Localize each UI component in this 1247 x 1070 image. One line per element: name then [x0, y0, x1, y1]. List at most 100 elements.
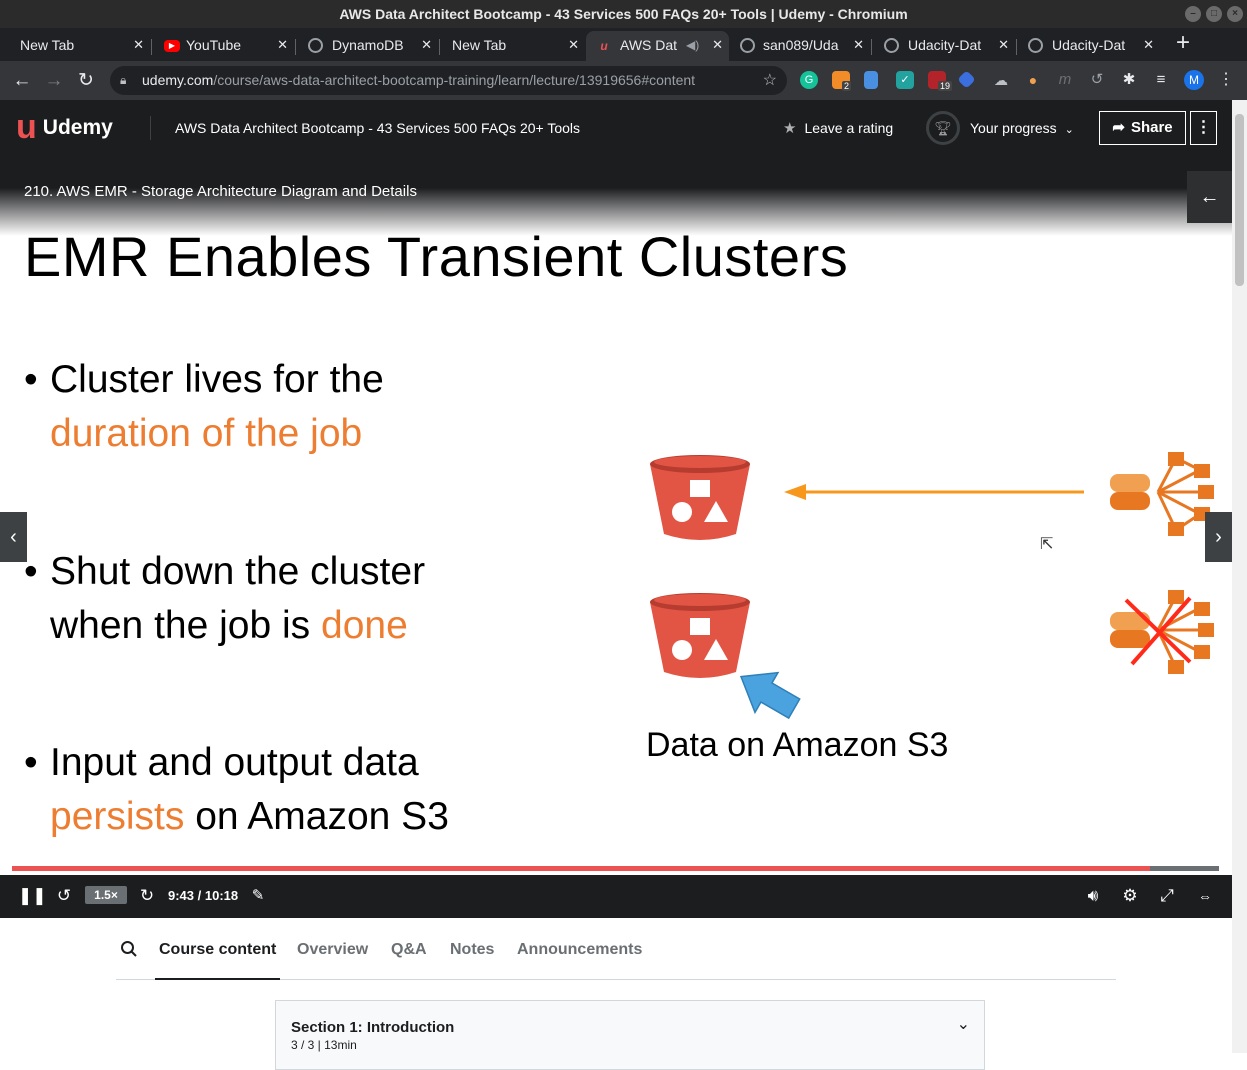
browser-tab-new-tab-1[interactable]: New Tab ✕	[0, 31, 150, 61]
bullet-1-line-1: Cluster lives for the	[50, 358, 384, 401]
next-lecture-arrow-icon[interactable]: ›	[1205, 512, 1232, 562]
bookmark-star-icon[interactable]: ☆	[762, 72, 777, 89]
browser-tab-udacity-1[interactable]: Udacity-Dat ✕	[872, 31, 1015, 61]
tab-label: DynamoDB	[332, 37, 404, 53]
course-title[interactable]: AWS Data Architect Bootcamp - 43 Service…	[175, 120, 581, 136]
chevron-down-icon: ⌄	[1064, 124, 1074, 136]
udemy-icon: u	[600, 39, 608, 53]
maximize-icon[interactable]: □	[1206, 6, 1222, 22]
video-player[interactable]: 210. AWS EMR - Storage Architecture Diag…	[0, 156, 1232, 918]
browser-tab-udacity-2[interactable]: Udacity-Dat ✕	[1017, 31, 1160, 61]
course-content-tabs: Course content Overview Q&A Notes Announ…	[116, 918, 1116, 980]
forward-arrow-icon[interactable]: →	[44, 70, 64, 91]
extension-icon-orange[interactable]: 2	[832, 71, 852, 91]
close-tab-icon[interactable]: ✕	[712, 37, 723, 52]
youtube-icon: ▶	[164, 40, 180, 52]
extension-icon-teal[interactable]: ✓	[896, 71, 914, 89]
close-window-icon[interactable]: ×	[1227, 6, 1243, 22]
close-tab-icon[interactable]: ✕	[421, 37, 432, 52]
previous-lecture-arrow-icon[interactable]: ‹	[0, 512, 27, 562]
address-bar[interactable]: 🔒︎ udemy.com/course/aws-data-architect-b…	[110, 66, 787, 95]
tab-course-content[interactable]: Course content	[155, 918, 281, 980]
pause-icon[interactable]: ❚❚	[18, 886, 47, 905]
bullet-2-highlight: done	[321, 604, 408, 647]
chevron-down-icon[interactable]: ⌄	[956, 1016, 970, 1033]
share-icon: ➦	[1112, 119, 1125, 136]
browser-menu-icon[interactable]: ⋮	[1218, 71, 1234, 88]
back-arrow-icon[interactable]: ←	[12, 70, 32, 91]
speaker-icon[interactable]: ◀)	[686, 38, 700, 52]
close-tab-icon[interactable]: ✕	[998, 37, 1009, 52]
tab-announcements[interactable]: Announcements	[517, 941, 643, 958]
document-extension-icon[interactable]	[864, 71, 878, 89]
puzzle-extensions-icon[interactable]: ✱	[1122, 71, 1136, 88]
leave-rating-label: Leave a rating	[804, 120, 894, 136]
window-title: AWS Data Architect Bootcamp - 43 Service…	[339, 6, 908, 22]
extension-icon-blue[interactable]	[957, 70, 976, 89]
rewind-icon[interactable]: ↺	[56, 886, 72, 905]
grammarly-extension-icon[interactable]: G	[800, 71, 818, 89]
data-flow-arrow-icon	[784, 484, 1084, 500]
new-tab-plus-icon[interactable]: +	[1175, 29, 1190, 56]
bullet-3-line-2: on Amazon S3	[184, 795, 449, 838]
star-icon: ★	[783, 120, 797, 137]
extension-icon-m[interactable]: m	[1058, 71, 1072, 88]
slide-bullet-2: •Shut down the cluster when the job is d…	[24, 550, 426, 647]
page-scrollbar[interactable]	[1232, 100, 1247, 1053]
close-tab-icon[interactable]: ✕	[133, 37, 144, 52]
browser-tab-youtube[interactable]: ▶ YouTube ✕	[152, 31, 294, 61]
expand-theater-icon[interactable]: ⇔	[1198, 888, 1212, 904]
fullscreen-icon[interactable]: ⤢	[1160, 886, 1174, 905]
history-extension-icon[interactable]: ↺	[1090, 71, 1104, 88]
browser-toolbar: ← → ↻ 🔒︎ udemy.com/course/aws-data-archi…	[0, 61, 1247, 100]
media-controls-icon[interactable]: ≡	[1156, 71, 1166, 88]
section-accordion[interactable]: Section 1: Introduction 3 / 3 | 13min ⌄	[275, 1000, 985, 1070]
share-button[interactable]: ➦ Share	[1099, 111, 1186, 145]
window-title-bar: AWS Data Architect Bootcamp - 43 Service…	[0, 0, 1247, 28]
close-tab-icon[interactable]: ✕	[1143, 37, 1154, 52]
browser-tab-dynamodb[interactable]: DynamoDB ✕	[296, 31, 438, 61]
browser-tab-udemy-active[interactable]: u AWS Dat ◀) ✕	[586, 31, 729, 61]
tab-notes[interactable]: Notes	[450, 941, 495, 958]
browser-tab-san089[interactable]: san089/Uda ✕	[730, 31, 870, 61]
share-label: Share	[1130, 119, 1173, 136]
settings-gear-icon[interactable]: ⚙	[1122, 886, 1138, 905]
extension-icon-capsule[interactable]: ●	[1028, 72, 1038, 88]
progress-label: Your progress	[970, 120, 1057, 136]
close-tab-icon[interactable]: ✕	[277, 37, 288, 52]
minimize-icon[interactable]: –	[1185, 6, 1201, 22]
transcript-note-icon[interactable]: ✎	[251, 887, 265, 904]
browser-tab-new-tab-2[interactable]: New Tab ✕	[440, 31, 585, 61]
bullet-2-line-2: when the job is	[50, 604, 322, 647]
section-meta: 3 / 3 | 13min	[291, 1038, 357, 1052]
profile-avatar[interactable]: M	[1184, 70, 1204, 90]
volume-icon[interactable]: 🔊︎	[1087, 886, 1099, 905]
cloud-extension-icon[interactable]: ☁	[994, 72, 1008, 88]
slide-bullet-3: •Input and output data persists on Amazo…	[24, 741, 449, 838]
more-options-button[interactable]: ⋮	[1190, 111, 1217, 145]
tab-qa[interactable]: Q&A	[391, 941, 427, 958]
expand-sidebar-arrow-icon[interactable]: ←	[1187, 171, 1232, 223]
close-tab-icon[interactable]: ✕	[568, 37, 579, 52]
tab-overview[interactable]: Overview	[297, 941, 369, 958]
forward-icon[interactable]: ↻	[139, 886, 155, 905]
lock-icon[interactable]: 🔒︎	[120, 73, 127, 87]
reload-icon[interactable]: ↻	[78, 70, 94, 91]
github-icon	[740, 38, 755, 53]
close-tab-icon[interactable]: ✕	[853, 37, 864, 52]
slide-bullet-1: •Cluster lives for the duration of the j…	[24, 353, 384, 461]
scrollbar-thumb[interactable]	[1235, 114, 1244, 286]
search-icon[interactable]	[120, 940, 138, 958]
playback-speed-button[interactable]: 1.5×	[85, 886, 127, 904]
tab-label: New Tab	[20, 37, 75, 53]
pointer-arrow-icon	[739, 671, 801, 720]
udemy-wordmark: Udemy	[42, 116, 113, 139]
ublock-extension-icon[interactable]: 19	[928, 71, 953, 91]
tab-label: New Tab	[452, 37, 507, 53]
video-progress-bar[interactable]	[12, 866, 1219, 871]
your-progress-button[interactable]: 🏆︎Your progress⌄	[926, 111, 1074, 145]
slide-title: EMR Enables Transient Clusters	[24, 225, 849, 288]
leave-rating-button[interactable]: ★ Leave a rating	[783, 100, 893, 157]
